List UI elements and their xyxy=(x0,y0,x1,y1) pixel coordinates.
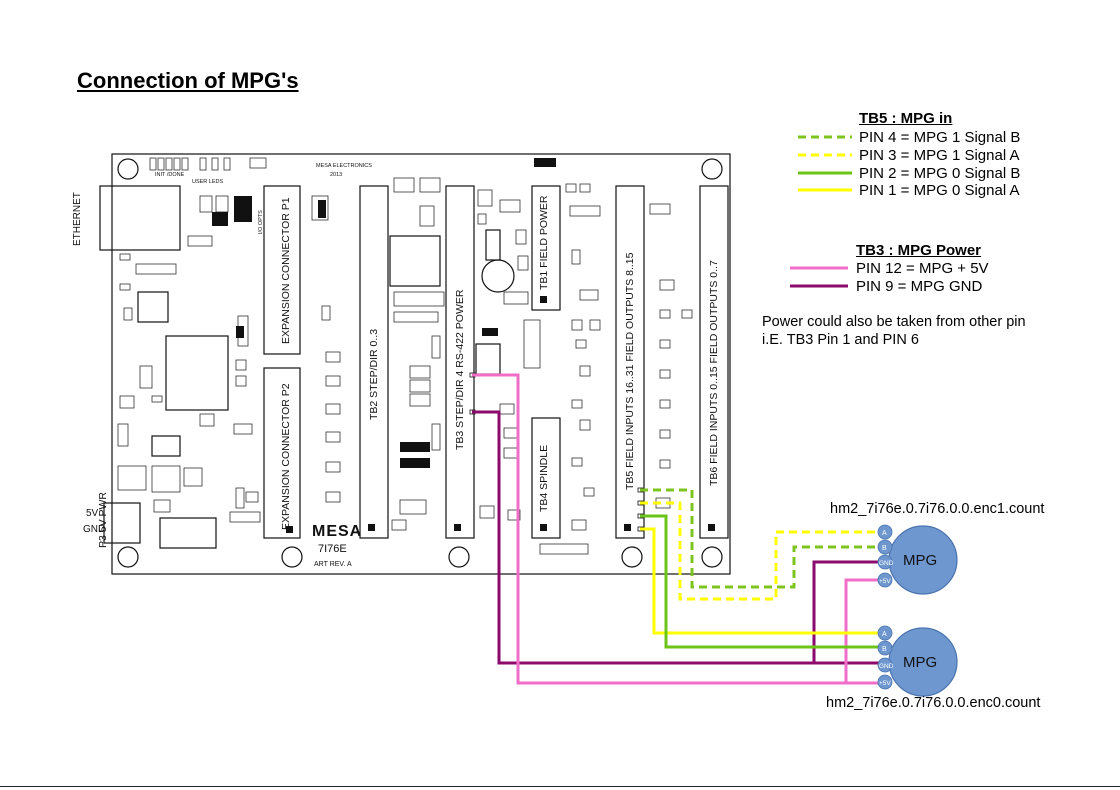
mpg0-pin-b-label: B xyxy=(882,646,887,653)
legend-tb5-pin4: PIN 4 = MPG 1 Signal B xyxy=(859,129,1021,146)
mpg0-pin-5v xyxy=(877,674,893,690)
mounting-hole xyxy=(117,158,139,180)
tb3-block xyxy=(445,185,475,539)
small-ic xyxy=(151,435,181,457)
mounting-hole xyxy=(117,546,139,568)
tb5-label: TB5 FIELD INPUTS 16..31 FIELD OUTPUTS 8.… xyxy=(624,252,636,490)
legend-tb3-pin9: PIN 9 = MPG GND xyxy=(856,278,983,295)
board-labels: MESA ELECTRONICS 2013 USER LEDS INIT /DO… xyxy=(72,163,720,568)
mpg1-encoder: A B GND +5V MPG xyxy=(877,524,958,595)
tb5-block xyxy=(615,185,645,539)
power-jack-label: P3 5V PWR xyxy=(97,492,109,548)
crystal xyxy=(475,343,501,375)
mpg1-hal-name: hm2_7i76e.0.7i76.0.0.enc1.count xyxy=(830,501,1045,517)
fpga-chip xyxy=(165,335,229,411)
mpg0-pin-a-label: A xyxy=(882,631,887,638)
legend-tb3-pin12: PIN 12 = MPG + 5V xyxy=(856,260,989,277)
wire-mpg1-5v xyxy=(844,578,880,683)
ethernet-jack xyxy=(99,185,181,251)
p2-label: EXPANSION CONNECTOR P2 xyxy=(280,383,292,530)
legend-tb5-pin2: PIN 2 = MPG 0 Signal B xyxy=(859,165,1021,182)
tb1-label: TB1 FIELD POWER xyxy=(538,195,550,290)
mpg1-pin-gnd xyxy=(877,554,893,570)
expansion-connector-p1 xyxy=(263,185,301,355)
init-done-label: INIT /DONE xyxy=(155,172,185,178)
legend-tb5-pin1: PIN 1 = MPG 0 Signal A xyxy=(859,182,1020,199)
p1-label: EXPANSION CONNECTOR P1 xyxy=(280,197,292,344)
mpg1-pin-a-label: A xyxy=(882,530,887,537)
board-outline xyxy=(111,153,731,575)
mounting-hole xyxy=(281,546,303,568)
tb4-label: TB4 SPINDLE xyxy=(538,445,550,512)
bottom-divider xyxy=(0,786,1120,787)
expansion-connector-p2 xyxy=(263,367,301,539)
tb2-block xyxy=(359,185,389,539)
phy-chip xyxy=(137,291,169,323)
mounting-hole xyxy=(448,546,470,568)
brand-top-label: MESA ELECTRONICS xyxy=(316,163,372,169)
year-label: 2013 xyxy=(330,172,342,178)
mpg1-pin-b xyxy=(877,539,893,555)
legend-tb5-heading: TB5 : MPG in xyxy=(859,110,953,127)
mpg0-pin-gnd-label: GND xyxy=(879,663,894,670)
power-note-line1: Power could also be taken from other pin xyxy=(762,314,1026,330)
mounting-hole xyxy=(621,546,643,568)
wire-tb5-pin3-mpg1-a xyxy=(640,501,880,601)
mpg0-pin-b xyxy=(877,640,893,656)
mesa-7i76e-board xyxy=(99,153,731,575)
tb2-label: TB2 STEP/DIR 0..3 xyxy=(368,329,380,420)
power-jack xyxy=(103,502,141,544)
mounting-hole xyxy=(701,158,723,180)
wire-tb5-pin2-mpg0-b xyxy=(640,514,880,649)
wire-tb3-gnd xyxy=(472,410,880,665)
ethernet-label: ETHERNET xyxy=(72,192,83,246)
legend-swatches xyxy=(790,135,852,288)
page-title: Connection of MPG's xyxy=(77,68,299,93)
mpg1-pin-b-label: B xyxy=(882,545,887,552)
tb6-label: TB6 FIELD INPUTS 0..15 FIELD OUTPUTS 0..… xyxy=(708,260,720,486)
model-label: 7I76E xyxy=(318,543,347,555)
mpg0-pin-gnd xyxy=(877,657,893,673)
mpg0-hal-name: hm2_7i76e.0.7i76.0.0.enc0.count xyxy=(826,695,1041,711)
legend-tb3-heading: TB3 : MPG Power xyxy=(856,242,982,259)
buzzer xyxy=(481,259,515,293)
mpg1-pin-5v-label: +5V xyxy=(879,578,891,585)
board-filled-parts xyxy=(212,158,715,533)
mpg0-label: MPG xyxy=(903,654,937,671)
mpg0-pin-a xyxy=(877,625,893,641)
legend-tb5-pin3: PIN 3 = MPG 1 Signal A xyxy=(859,147,1020,164)
mpg1-pin-a xyxy=(877,524,893,540)
mpg1-label: MPG xyxy=(903,552,937,569)
wire-tb5-pin4-mpg1-b xyxy=(640,488,880,589)
wires xyxy=(472,373,880,685)
user-leds-label: USER LEDS xyxy=(192,179,224,185)
tb6-block xyxy=(699,185,729,539)
mesa-logo: MESA xyxy=(312,523,362,540)
mounting-hole xyxy=(701,546,723,568)
tb1-block xyxy=(531,185,561,311)
ic-chip xyxy=(389,235,441,287)
wire-tb3-5v xyxy=(472,373,880,685)
mpg0-encoder: A B GND +5V MPG xyxy=(877,625,958,697)
art-rev-label: ART REV. A xyxy=(314,561,352,568)
mpg1-pin-5v xyxy=(877,572,893,588)
terminal-pads xyxy=(469,372,644,532)
tb3-label: TB3 STEP/DIR 4 RS-422 POWER xyxy=(454,289,466,450)
power-note-line2: i.E. TB3 Pin 1 and PIN 6 xyxy=(762,332,919,348)
io-opts-label: I/O OPTS xyxy=(258,210,264,234)
wire-tb5-pin1-mpg0-a xyxy=(640,527,880,635)
board-components xyxy=(117,157,693,555)
jack-gnd-label: GND xyxy=(83,524,105,535)
jtag-header xyxy=(159,517,217,549)
tb4-block xyxy=(531,417,561,539)
mpg1-pin-gnd-label: GND xyxy=(879,560,894,567)
mpg0-pin-5v-label: +5V xyxy=(879,680,891,687)
wire-mpg1-gnd xyxy=(812,560,880,663)
regulator xyxy=(485,229,501,261)
jack-5v-label: 5V xyxy=(86,508,99,519)
